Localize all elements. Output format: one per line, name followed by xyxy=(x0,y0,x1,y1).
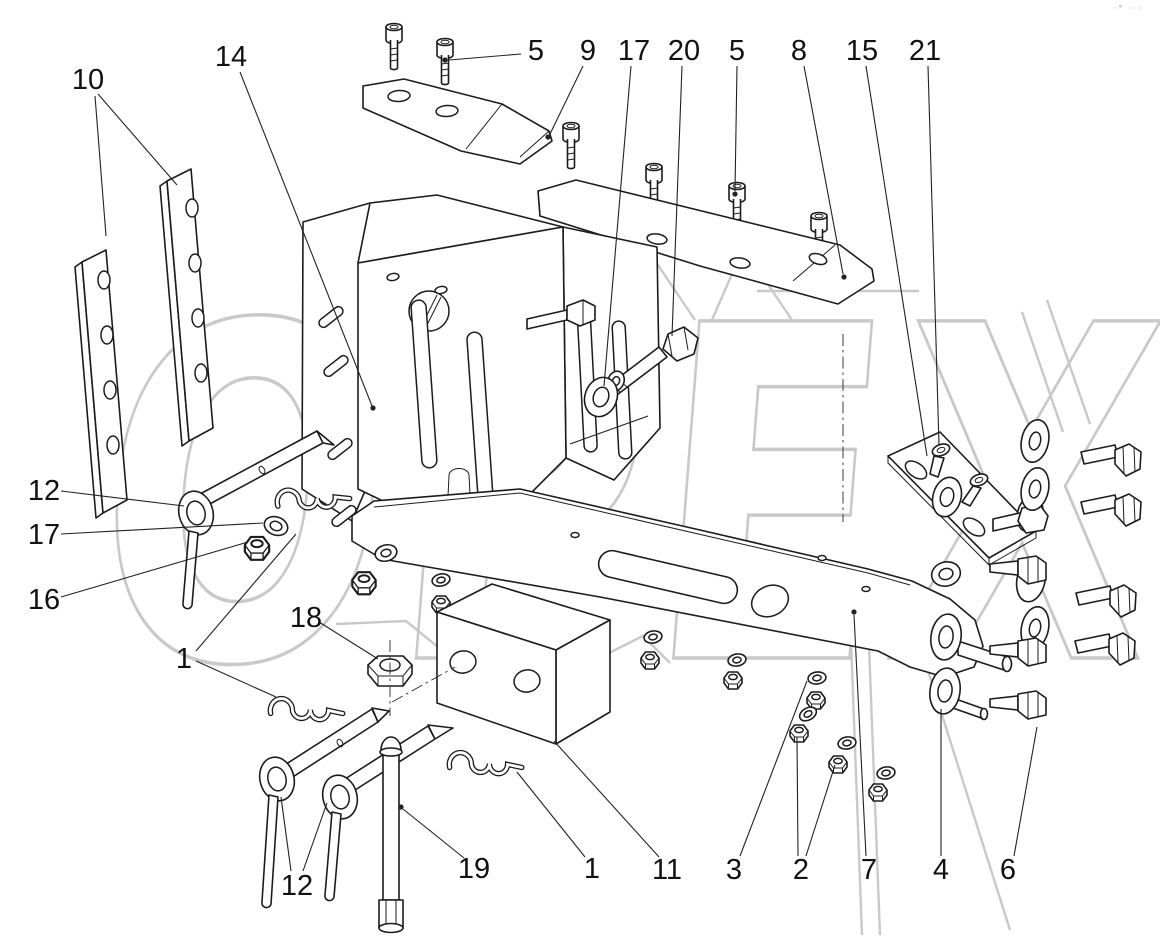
hitch-pin-upper xyxy=(177,430,335,610)
bracket-through-bolt xyxy=(526,299,596,330)
leader-dot-5 xyxy=(442,57,448,63)
leader-line-5 xyxy=(448,53,522,61)
main-beam-part7 xyxy=(351,488,1013,721)
leader-line-16 xyxy=(60,541,249,598)
washer-part17 xyxy=(583,376,619,418)
leader-line-3 xyxy=(739,680,808,857)
washers-part4 xyxy=(929,613,962,715)
callout-label-17: 17 xyxy=(618,35,650,67)
leader-line-12 xyxy=(60,490,185,507)
leader-line-6 xyxy=(1013,726,1038,857)
callout-label-11: 11 xyxy=(652,854,682,886)
leader-line-9 xyxy=(549,65,584,135)
pin-washer-bolt-group xyxy=(243,515,452,614)
leader-line-21 xyxy=(927,65,940,446)
leader-line-17 xyxy=(60,522,264,535)
clamp-block-part11 xyxy=(436,583,611,745)
leader-line-10 xyxy=(97,93,178,186)
callout-label-15: 15 xyxy=(846,35,878,67)
wedge-plate-part9 xyxy=(362,78,553,165)
centerlines xyxy=(389,334,844,716)
leader-line-15 xyxy=(865,65,928,457)
leader-line-20 xyxy=(671,65,683,337)
callout-label-9: 9 xyxy=(580,35,596,67)
leader-line-11 xyxy=(553,740,660,858)
callout-label-18: 18 xyxy=(290,602,322,634)
leader-line-12 xyxy=(280,796,292,872)
spacer-bars-part10 xyxy=(74,168,214,519)
leader-line-2 xyxy=(805,764,836,857)
leader-dot-8 xyxy=(841,274,847,280)
leader-line-17 xyxy=(603,65,632,387)
callout-label-3: 3 xyxy=(726,854,742,886)
callout-label-10: 10 xyxy=(72,64,104,96)
hitch-pins-lower xyxy=(258,707,454,909)
callout-label-1: 1 xyxy=(584,853,600,885)
mount-bracket-part14 xyxy=(301,194,661,528)
callout-label-7: 7 xyxy=(861,854,877,886)
leader-dot-9 xyxy=(545,134,551,140)
callout-label-4: 4 xyxy=(933,854,949,886)
parts-layer xyxy=(74,22,1142,934)
leader-line-10 xyxy=(94,95,107,237)
leader-line-18 xyxy=(318,621,379,660)
hardware-right-column xyxy=(989,418,1142,720)
leader-dot-5 xyxy=(732,191,738,197)
leader-line-2 xyxy=(796,736,799,857)
leader-line-14 xyxy=(239,71,373,407)
callout-label-1: 1 xyxy=(176,643,192,675)
leader-line-1 xyxy=(195,660,277,698)
callout-label-12: 12 xyxy=(281,870,313,902)
threaded-rod-part19 xyxy=(378,736,404,934)
leader-line-8 xyxy=(803,65,844,275)
callout-label-5: 5 xyxy=(528,35,544,67)
callout-label-16: 16 xyxy=(28,584,60,616)
callout-label-12: 12 xyxy=(28,475,60,507)
callout-label-17: 17 xyxy=(28,519,60,551)
leader-line-1 xyxy=(516,771,586,858)
leader-dot-7 xyxy=(851,609,857,615)
leader-line-5 xyxy=(734,65,738,192)
callout-label-20: 20 xyxy=(668,35,700,67)
leader-dot-14 xyxy=(370,405,376,411)
leader-line-19 xyxy=(402,808,465,859)
leader-dot-19 xyxy=(398,804,404,810)
callout-label-8: 8 xyxy=(791,35,807,67)
countersunk-screws-part21 xyxy=(929,443,989,507)
leader-line-12 xyxy=(302,802,328,872)
leader-line-7 xyxy=(853,614,867,857)
watermark-fragment-right xyxy=(1020,299,1092,433)
callout-label-19: 19 xyxy=(458,853,490,885)
callout-label-21: 21 xyxy=(909,35,941,67)
callout-label-2: 2 xyxy=(793,854,809,886)
leader-line-1 xyxy=(195,533,297,652)
callout-label-14: 14 xyxy=(215,41,247,73)
corner-marks: ·° ··· xyxy=(1114,4,1143,13)
callout-label-6: 6 xyxy=(1000,854,1016,886)
callout-label-5: 5 xyxy=(729,35,745,67)
